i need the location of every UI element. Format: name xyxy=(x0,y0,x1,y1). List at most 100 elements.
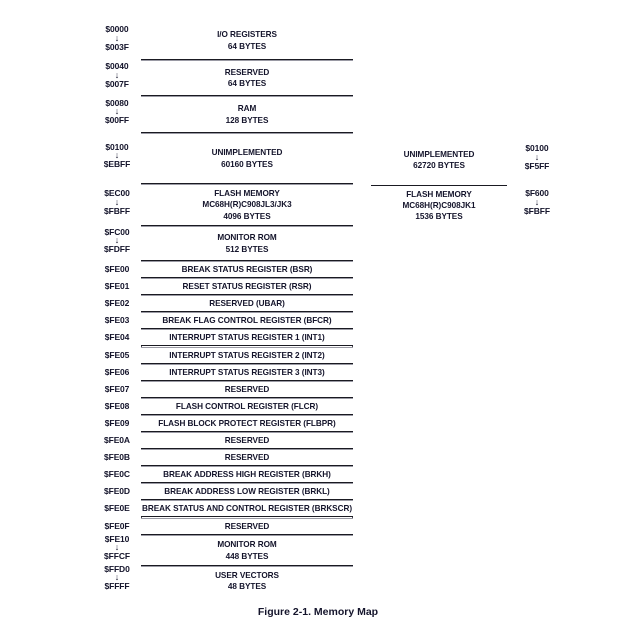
register-address-FE09: $FE09 xyxy=(104,417,130,428)
address-end: $FDFF xyxy=(104,244,130,255)
memory-block-line: 512 BYTES xyxy=(225,244,269,254)
register-row: BREAK FLAG CONTROL REGISTER (BFCR) xyxy=(141,312,353,330)
down-arrow-icon: ↓ xyxy=(534,151,540,162)
register-address-FE06: $FE06 xyxy=(104,366,130,377)
figure-caption: Figure 2-1. Memory Map xyxy=(257,606,379,618)
memory-block-line: RESERVED xyxy=(224,67,270,77)
address-range-0100: $0100↓$EBFF xyxy=(93,141,141,170)
register-row: INTERRUPT STATUS REGISTER 1 (INT1) xyxy=(141,329,353,347)
address-range-EC00: $EC00↓$FBFF xyxy=(93,189,141,216)
memory-block-line: MONITOR ROM xyxy=(217,233,277,243)
address-range-FC00: $FC00↓$FDFF xyxy=(93,227,141,255)
down-arrow-icon: ↓ xyxy=(114,106,120,117)
register-address-FE04: $FE04 xyxy=(104,332,130,343)
register-label: BREAK ADDRESS HIGH REGISTER (BRKH) xyxy=(163,470,331,480)
register-address-FE02: $FE02 xyxy=(104,298,130,309)
register-label: RESERVED xyxy=(224,453,270,463)
address-end: $007F xyxy=(105,78,129,89)
register-address-FE0E: $FE0E xyxy=(104,503,130,514)
memory-block-reserved: RESERVED 64 BYTES xyxy=(141,60,353,96)
memory-block-line: 60160 BYTES xyxy=(221,159,273,169)
register-row: BREAK ADDRESS LOW REGISTER (BRKL) xyxy=(141,483,353,501)
memory-block-line: 1536 BYTES xyxy=(415,212,463,222)
address-end: $FFCF xyxy=(104,551,130,562)
register-address-FE08: $FE08 xyxy=(104,400,130,411)
register-label: RESERVED (UBAR) xyxy=(209,299,285,309)
address-start: $FFD0 xyxy=(104,563,130,574)
register-row: INTERRUPT STATUS REGISTER 2 (INT2) xyxy=(141,346,353,364)
register-address-FE0B: $FE0B xyxy=(104,452,130,463)
memory-block-line: 48 BYTES xyxy=(227,582,267,591)
memory-block-line: FLASH MEMORY xyxy=(214,189,280,199)
register-address-FE05: $FE05 xyxy=(104,349,130,360)
memory-block-line: MONITOR ROM xyxy=(217,540,277,550)
memory-block-line: USER VECTORS xyxy=(215,570,279,580)
register-label: RESERVED xyxy=(224,384,270,394)
address-start: $EC00 xyxy=(104,188,130,198)
alt-address-range-0100: $0100↓$F5FF xyxy=(513,144,561,171)
down-arrow-icon: ↓ xyxy=(114,235,120,246)
address-start: $0040 xyxy=(105,61,129,71)
memory-block-line: I/O REGISTERS xyxy=(217,30,277,40)
down-arrow-icon: ↓ xyxy=(114,196,120,207)
register-row: RESERVED xyxy=(141,517,353,535)
register-row: FLASH BLOCK PROTECT REGISTER (FLBPR) xyxy=(141,414,353,432)
address-range-FFD0: $FFD0↓$FFFF xyxy=(93,563,141,592)
memory-block-line: MC68H(R)C908JK1 xyxy=(402,200,476,210)
register-address-FE0F: $FE0F xyxy=(104,520,130,531)
register-row: RESET STATUS REGISTER (RSR) xyxy=(141,278,353,296)
register-address-FE01: $FE01 xyxy=(104,281,130,292)
register-row: FLASH CONTROL REGISTER (FLCR) xyxy=(141,397,353,415)
down-arrow-icon: ↓ xyxy=(114,572,120,583)
register-address-FE00: $FE00 xyxy=(104,264,130,275)
register-label: INTERRUPT STATUS REGISTER 1 (INT1) xyxy=(169,333,325,343)
register-label: INTERRUPT STATUS REGISTER 3 (INT3) xyxy=(169,367,325,377)
alt-address-range-F600: $F600↓$FBFF xyxy=(513,189,561,216)
address-end: $003F xyxy=(105,41,129,52)
address-start: $F600 xyxy=(525,188,549,198)
address-end: $F5FF xyxy=(524,160,550,171)
register-label: BREAK STATUS AND CONTROL REGISTER (BRKSC… xyxy=(141,504,352,514)
register-label: RESET STATUS REGISTER (RSR) xyxy=(182,282,312,292)
memory-block-line: 64 BYTES xyxy=(227,41,267,51)
register-label: BREAK ADDRESS LOW REGISTER (BRKL) xyxy=(164,487,330,497)
address-end: $FFFF xyxy=(104,581,130,592)
memory-block-tail-user-vectors: USER VECTORS 48 BYTES xyxy=(141,566,353,595)
memory-block-line: 448 BYTES xyxy=(225,551,269,561)
address-end: $00FF xyxy=(104,115,130,126)
memory-block-line: FLASH MEMORY xyxy=(406,189,472,199)
register-label: RESERVED xyxy=(224,521,270,531)
register-label: FLASH BLOCK PROTECT REGISTER (FLBPR) xyxy=(158,418,336,428)
register-label: INTERRUPT STATUS REGISTER 2 (INT2) xyxy=(169,350,325,360)
down-arrow-icon: ↓ xyxy=(114,542,120,553)
memory-block-line: 128 BYTES xyxy=(225,115,269,125)
address-start: $0000 xyxy=(105,24,129,34)
address-end: $FBFF xyxy=(524,205,550,216)
address-end: $FBFF xyxy=(104,205,130,216)
memory-block-line: 64 BYTES xyxy=(227,79,267,88)
register-row: RESERVED xyxy=(141,432,353,450)
address-range-0080: $0080↓$00FF xyxy=(93,98,141,126)
address-range-FE10: $FE10↓$FFCF xyxy=(93,533,141,562)
address-start: $FE10 xyxy=(104,533,130,544)
memory-block-line: UNIMPLEMENTED xyxy=(211,148,283,158)
register-row: BREAK STATUS REGISTER (BSR) xyxy=(141,261,353,279)
address-range-0040: $0040↓$007F xyxy=(93,62,141,89)
register-address-FE03: $FE03 xyxy=(104,315,130,326)
alt-memory-block-unimplemented: UNIMPLEMENTED 62720 BYTES xyxy=(371,135,507,185)
register-address-FE0C: $FE0C xyxy=(104,469,130,480)
memory-block-line: 62720 BYTES xyxy=(413,161,465,170)
register-label: BREAK STATUS REGISTER (BSR) xyxy=(181,265,313,275)
register-row: RESERVED xyxy=(141,449,353,467)
register-row: BREAK ADDRESS HIGH REGISTER (BRKH) xyxy=(141,466,353,484)
register-row: RESERVED xyxy=(141,380,353,398)
memory-block-line: UNIMPLEMENTED xyxy=(403,149,475,159)
register-address-FE0A: $FE0A xyxy=(104,435,130,446)
address-start: $0100 xyxy=(105,141,129,152)
